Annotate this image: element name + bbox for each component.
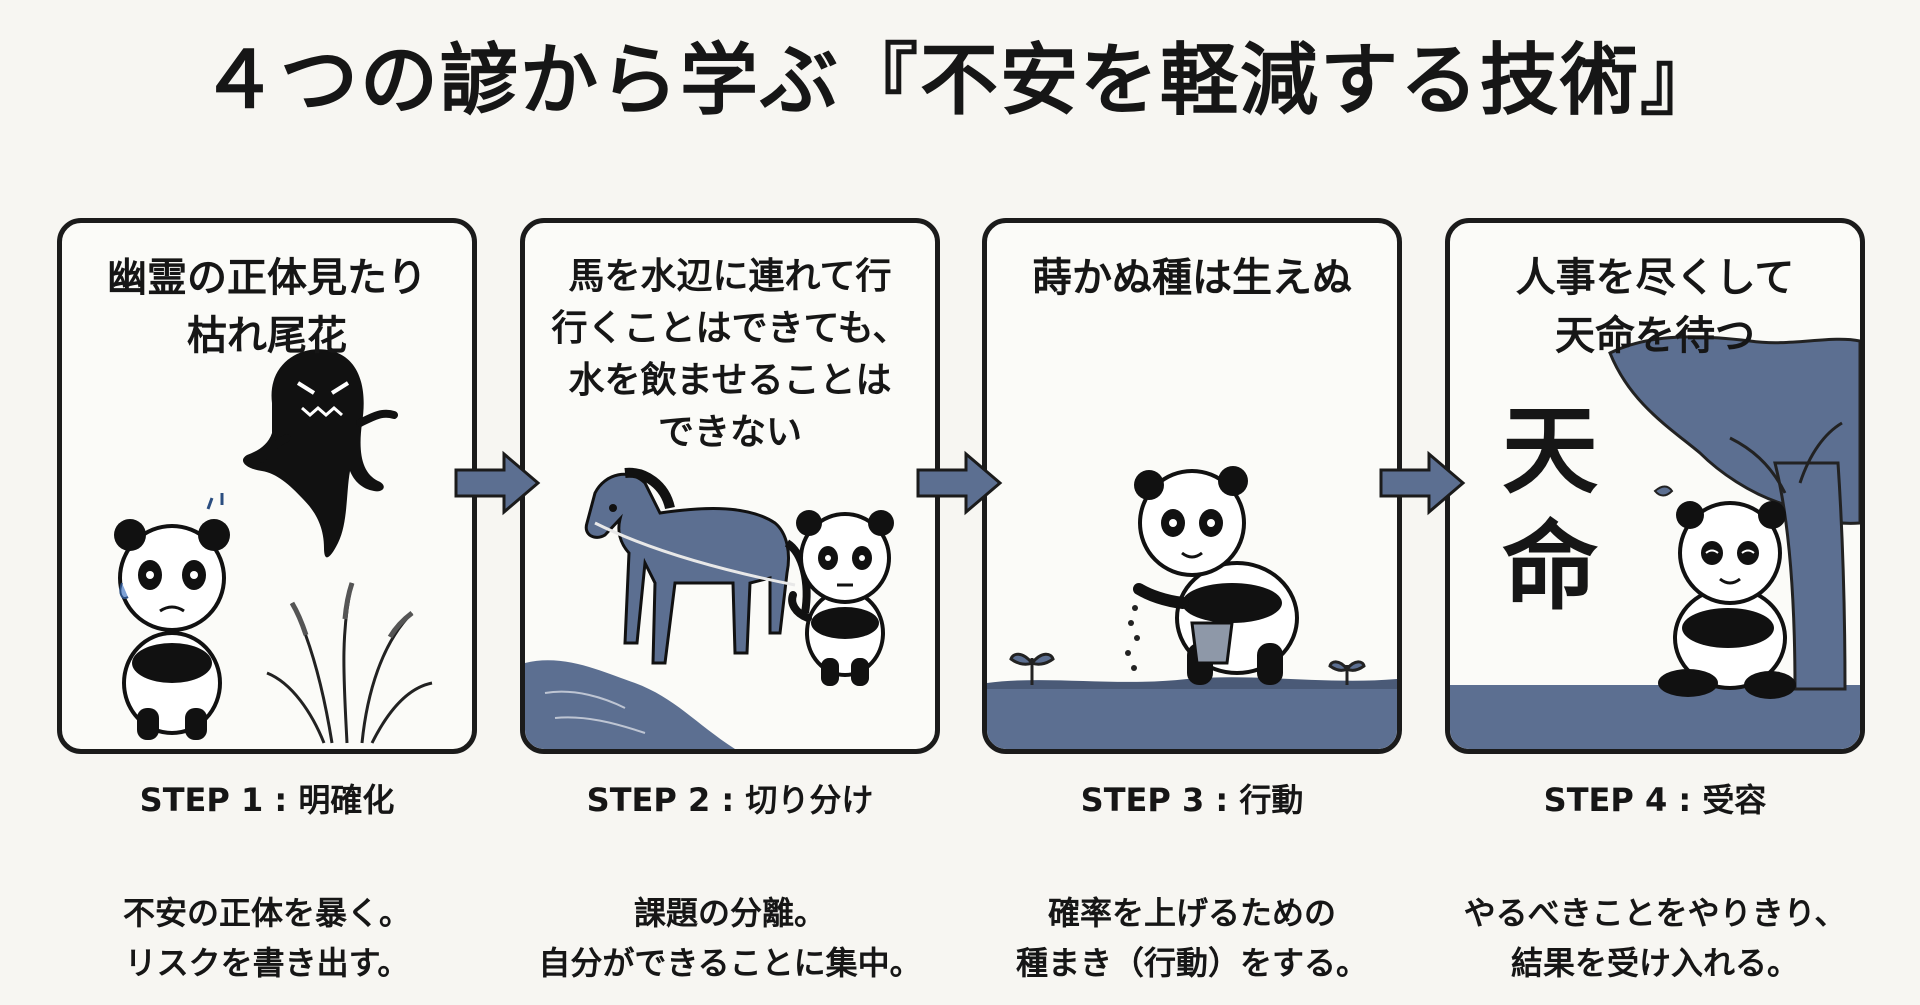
step-3-proverb-line-1: 蒔かぬ種は生えぬ (1032, 255, 1352, 301)
step-1-panel: 幽霊の正体見たり 枯れ尾花 (57, 218, 477, 754)
step-4-description-line-2: 結果を受け入れる。 (1510, 944, 1799, 982)
ghost-and-pampas-illustration (114, 349, 433, 744)
tenmei-calligraphy: 天 命 (1490, 393, 1610, 625)
step-4-proverb-line-1: 人事を尽くして (1515, 255, 1795, 301)
seed-bucket-icon (1190, 621, 1234, 665)
arrow-right-icon (916, 450, 1003, 516)
panda-holding-rope-icon (788, 510, 894, 686)
horse-icon (584, 467, 811, 665)
step-4-proverb-line-2: 天命を待つ (1555, 313, 1755, 359)
water-icon (525, 660, 735, 749)
step-4-description-line-1: やるべきことをやりきり、 (1463, 894, 1847, 932)
step-2-description-line-2: 自分ができることに集中。 (538, 944, 922, 982)
scared-panda-icon (114, 493, 230, 740)
step-1-description: 不安の正体を暴く。 リスクを書き出す。 (27, 888, 507, 988)
sowing-panda-icon (1133, 466, 1299, 685)
arrow-right-icon (454, 450, 541, 516)
step-2-proverb-line-1: 馬を水辺に連れて行 (568, 256, 892, 297)
step-4-panel: 人事を尽くして 天命を待つ 天 命 (1445, 218, 1865, 754)
step-4-label: STEP 4 : 受容 (1543, 781, 1767, 819)
tenmei-char-2: 命 (1502, 510, 1598, 623)
arrow-right-icon (1379, 450, 1466, 516)
step-2-description-line-1: 課題の分離。 (633, 894, 826, 932)
panda-sowing-seeds-illustration (987, 466, 1397, 749)
step-1-proverb: 幽霊の正体見たり 枯れ尾花 (72, 249, 462, 365)
step-1-proverb-line-2: 枯れ尾花 (187, 313, 347, 359)
step-4-proverb: 人事を尽くして 天命を待つ (1460, 249, 1850, 365)
relaxed-panda-icon (1658, 501, 1796, 699)
ghost-icon (242, 349, 398, 558)
ground-icon (1450, 685, 1860, 749)
step-2-proverb-line-3: 水を飲ませることは (568, 360, 892, 401)
step-4-description: やるべきことをやりきり、 結果を受け入れる。 (1415, 888, 1895, 988)
step-2-proverb-line-2: 行くことはできても、 (551, 308, 909, 349)
step-2-label: STEP 2 : 切り分け (586, 781, 874, 819)
step-2-panel: 馬を水辺に連れて行 行くことはできても、 水を飲ませることは できない (520, 218, 940, 754)
step-1-label: STEP 1 : 明確化 (139, 781, 395, 819)
step-2-description: 課題の分離。 自分ができることに集中。 (490, 888, 970, 988)
step-3-proverb: 蒔かぬ種は生えぬ (997, 249, 1387, 307)
step-1-description-line-2: リスクを書き出す。 (124, 944, 410, 982)
tenmei-char-1: 天 (1502, 394, 1598, 507)
step-1-description-line-1: 不安の正体を暴く。 (122, 894, 411, 932)
step-2-proverb: 馬を水辺に連れて行 行くことはできても、 水を飲ませることは できない (535, 251, 925, 459)
step-3-description-line-2: 種まき（行動）をする。 (1015, 944, 1368, 982)
panda-under-tree-illustration (1450, 335, 1860, 749)
step-2-proverb-line-4: できない (657, 412, 802, 453)
sprout-icon (1009, 652, 1366, 685)
soil-icon (987, 683, 1397, 749)
step-1-proverb-line-1: 幽霊の正体見たり (107, 255, 427, 301)
tree-icon (1608, 335, 1860, 691)
step-3-panel: 蒔かぬ種は生えぬ (982, 218, 1402, 754)
seed-icon (1125, 605, 1140, 671)
step-3-label: STEP 3 : 行動 (1080, 781, 1304, 819)
step-3-description-line-1: 確率を上げるための (1047, 894, 1336, 932)
pampas-grass-icon (266, 582, 433, 744)
page-title: ４つの諺から学ぶ『不安を軽減する技術』 (199, 36, 1720, 126)
horse-and-water-illustration (525, 467, 894, 749)
step-3-description: 確率を上げるための 種まき（行動）をする。 (952, 888, 1432, 988)
